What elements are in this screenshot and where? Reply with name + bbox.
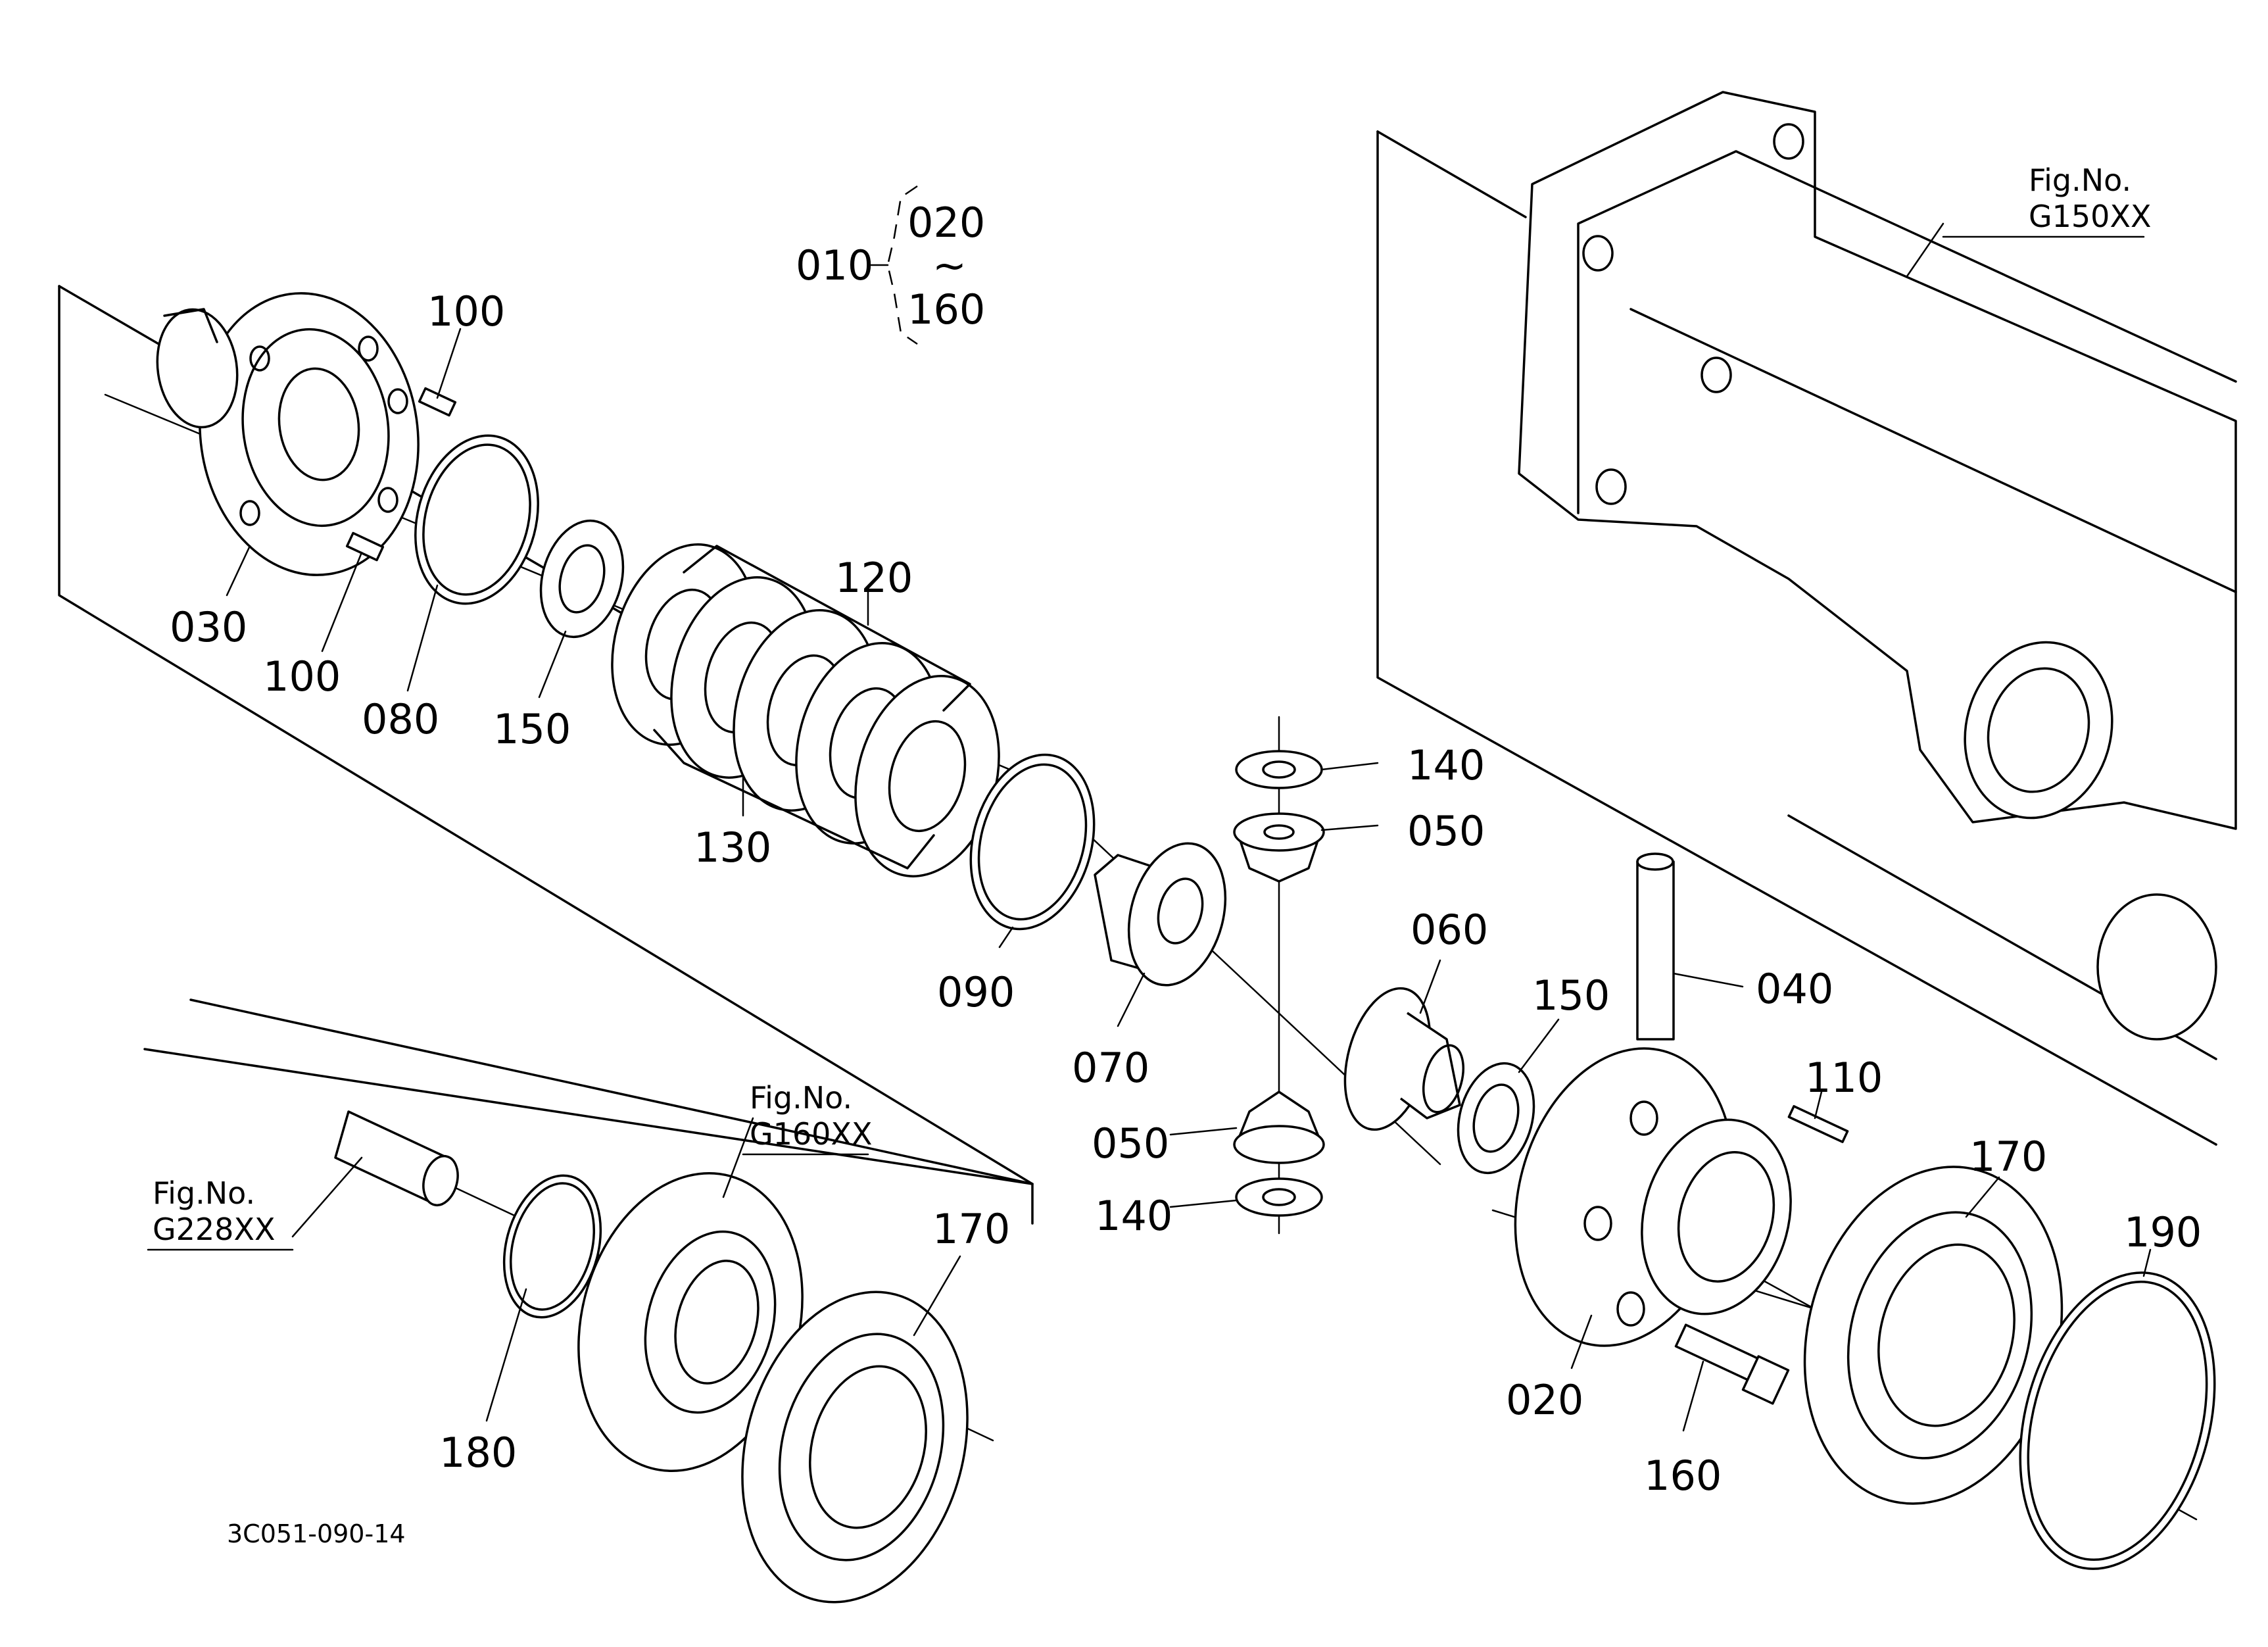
pinion-050-top: [1233, 812, 1325, 883]
leader-lines: [226, 222, 2152, 1432]
washer-150-left: [539, 519, 625, 639]
bolt-160: [1674, 1323, 1790, 1405]
washer-150-right: [1457, 1062, 1535, 1175]
part-label-180: 180: [439, 1429, 517, 1477]
figure-ref-g160: Fig.No. G160XX: [742, 1080, 872, 1156]
part-label-150-left: 150: [493, 705, 571, 753]
assembly-range-end-label: 160: [907, 285, 985, 333]
shaft-040: [1636, 852, 1675, 1041]
figure-ref-g150: Fig.No. G150XX: [1942, 162, 2151, 238]
part-label-120: 120: [835, 554, 913, 602]
pin-100-top: [418, 387, 457, 417]
side-gear-070: [1094, 842, 1227, 987]
pinion-050-bottom: [1233, 1091, 1325, 1164]
bearing-170-left: [741, 1291, 969, 1604]
assembly-range-symbol: ~: [932, 241, 967, 289]
part-label-190: 190: [2124, 1208, 2202, 1256]
assembly-range-start-label: 020: [907, 199, 985, 247]
snap-ring-180: [502, 1174, 602, 1319]
part-label-070: 070: [1072, 1044, 1149, 1092]
part-label-090: 090: [937, 968, 1015, 1016]
part-label-110: 110: [1805, 1054, 1883, 1102]
washer-140-top: [1235, 750, 1323, 789]
part-label-100-top: 100: [427, 287, 505, 335]
part-label-060: 060: [1411, 906, 1488, 954]
assembly-bracket: 010 020 ~ 160: [796, 185, 985, 345]
part-label-160: 160: [1644, 1452, 1722, 1500]
case-020: [1514, 1047, 1792, 1347]
figure-ref-g150-line2: G150XX: [2029, 199, 2151, 234]
part-label-140-bottom: 140: [1095, 1192, 1172, 1240]
clutch-pack: [611, 543, 1000, 877]
snap-ring-190: [2019, 1271, 2216, 1570]
part-label-140-top: 140: [1407, 741, 1485, 789]
figure-ref-g150-line1: Fig.No.: [2029, 162, 2131, 198]
figure-ref-g160-line2: G160XX: [750, 1116, 872, 1152]
pin-110: [1787, 1105, 1849, 1143]
figure-ref-g228: Fig.No. G228XX: [147, 1175, 294, 1251]
part-label-170-right: 170: [1969, 1133, 2047, 1181]
part-label-050-bottom: 050: [1092, 1119, 1169, 1168]
part-label-100-bottom: 100: [263, 652, 341, 701]
washer-080: [414, 434, 539, 605]
part-label-150-right: 150: [1532, 971, 1610, 1020]
part-label-040: 040: [1756, 965, 1833, 1013]
figure-ref-g160-line1: Fig.No.: [750, 1080, 852, 1116]
side-gear-060: [1343, 987, 1464, 1131]
part-labels: 100 030 100 080 150 120 130 090 140 050 …: [170, 287, 2202, 1500]
part-label-030: 030: [170, 603, 247, 651]
transmission-case-g150: [1518, 91, 2237, 1041]
washer-090: [969, 753, 1096, 931]
part-label-170-left: 170: [932, 1205, 1010, 1253]
assembly-main-label: 010: [796, 241, 873, 289]
part-label-020: 020: [1506, 1376, 1583, 1424]
part-label-080: 080: [362, 695, 439, 743]
housing-030: [156, 292, 420, 576]
part-label-050-top: 050: [1407, 807, 1485, 855]
washer-140-bottom: [1235, 1177, 1323, 1217]
output-shaft: [334, 1110, 459, 1207]
figure-ref-g228-line1: Fig.No.: [153, 1175, 255, 1211]
figure-ref-g228-line2: G228XX: [153, 1212, 275, 1247]
part-label-130: 130: [694, 823, 771, 872]
drawing-number: 3C051-090-14: [227, 1519, 406, 1548]
